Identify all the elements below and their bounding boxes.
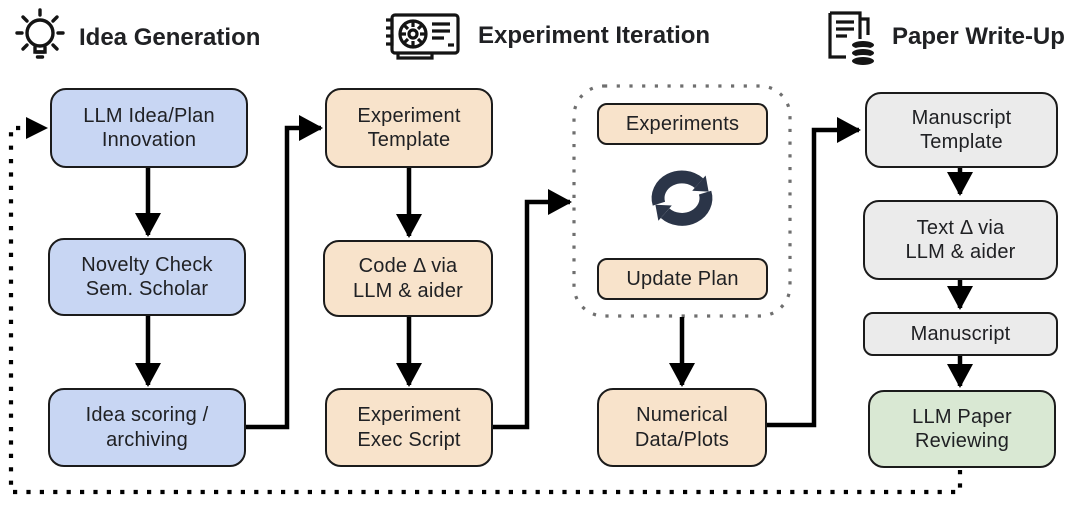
node-experiments: Experiments [597, 103, 768, 145]
section-header-idea-generation: Idea Generation [13, 4, 260, 72]
section-header-label: Paper Write-Up [892, 23, 1065, 50]
node-manuscript-template: Manuscript Template [865, 92, 1058, 168]
section-header-label: Experiment Iteration [478, 22, 711, 49]
node-llm-idea-plan-innovation: LLM Idea/Plan Innovation [50, 88, 248, 168]
arrow-exec-to-loop [493, 189, 572, 430]
feedback-loop-arrowhead [26, 117, 48, 139]
node-numerical-data-plots: Numerical Data/Plots [597, 388, 767, 467]
node-llm-paper-reviewing: LLM Paper Reviewing [868, 390, 1056, 468]
iteration-loop-dotted-box [572, 84, 792, 318]
section-header-paper-write-up: Paper Write-Up [816, 4, 1065, 70]
node-experiment-template: Experiment Template [325, 88, 493, 168]
section-header-experiment-iteration: Experiment Iteration [382, 6, 710, 66]
section-header-label: Idea Generation [79, 24, 261, 51]
node-manuscript: Manuscript [863, 312, 1058, 356]
arrow-scoring-to-template [246, 115, 323, 430]
feedback-loop-dotted-line [8, 125, 963, 495]
node-code-delta-llm-aider: Code Δ via LLM & aider [323, 240, 493, 317]
node-novelty-check-sem-scholar: Novelty Check Sem. Scholar [48, 238, 246, 316]
gpu-icon [386, 13, 460, 60]
node-idea-scoring-archiving: Idea scoring / archiving [48, 388, 246, 467]
cycle-arrows-icon [636, 152, 728, 253]
node-text-delta-llm-aider: Text Δ via LLM & aider [863, 200, 1058, 280]
lightbulb-icon [15, 8, 65, 59]
node-experiment-exec-script: Experiment Exec Script [325, 388, 493, 467]
arrow-numerical-to-manuscript-template [767, 117, 861, 428]
node-update-plan: Update Plan [597, 258, 768, 300]
paper-database-icon [828, 11, 876, 67]
